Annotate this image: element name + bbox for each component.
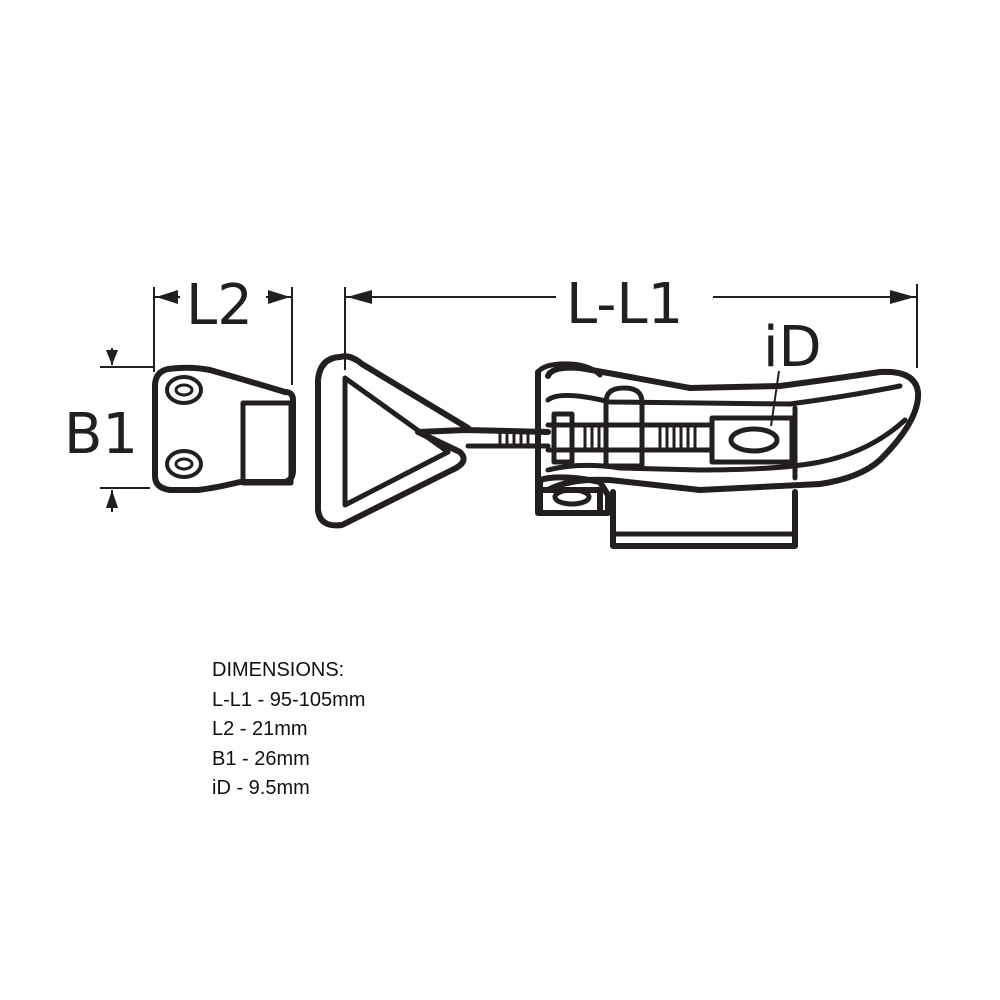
dimensions-list: DIMENSIONS: L-L1 - 95-105mm L2 - 21mm B1… <box>212 656 365 804</box>
dimensions-heading: DIMENSIONS: <box>212 659 345 681</box>
dimension-l2: L2 - 21mm <box>212 718 308 740</box>
b1-dimension: B1 <box>64 348 154 512</box>
l2-label: L2 <box>186 273 253 338</box>
dimension-ll1: L-L1 - 95-105mm <box>212 688 366 711</box>
ll1-dimension: L-L1 <box>344 272 918 370</box>
triangle-bail <box>315 353 551 529</box>
b1-label: B1 <box>64 402 138 467</box>
id-label: iD <box>763 315 822 380</box>
dimension-id: iD - 9.5mm <box>212 777 310 799</box>
ll1-label: L-L1 <box>566 272 683 337</box>
dimension-b1: B1 - 26mm <box>212 747 310 770</box>
keeper-plate <box>152 364 296 493</box>
latch-body: iD <box>535 315 922 549</box>
l2-dimension: L2 <box>153 273 293 385</box>
